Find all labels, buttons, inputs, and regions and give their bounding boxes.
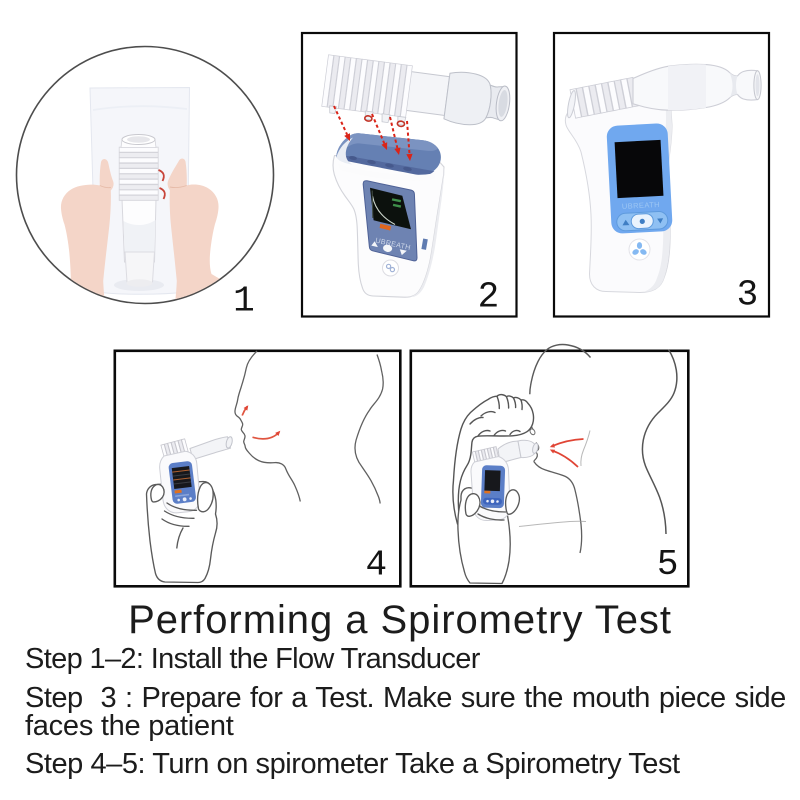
svg-text:4: 4 <box>366 545 388 586</box>
svg-text:UBREATH: UBREATH <box>622 200 661 211</box>
svg-text:1: 1 <box>233 281 255 322</box>
svg-text:3: 3 <box>737 275 759 316</box>
svg-text:5: 5 <box>657 544 679 585</box>
svg-text:2: 2 <box>478 277 500 318</box>
